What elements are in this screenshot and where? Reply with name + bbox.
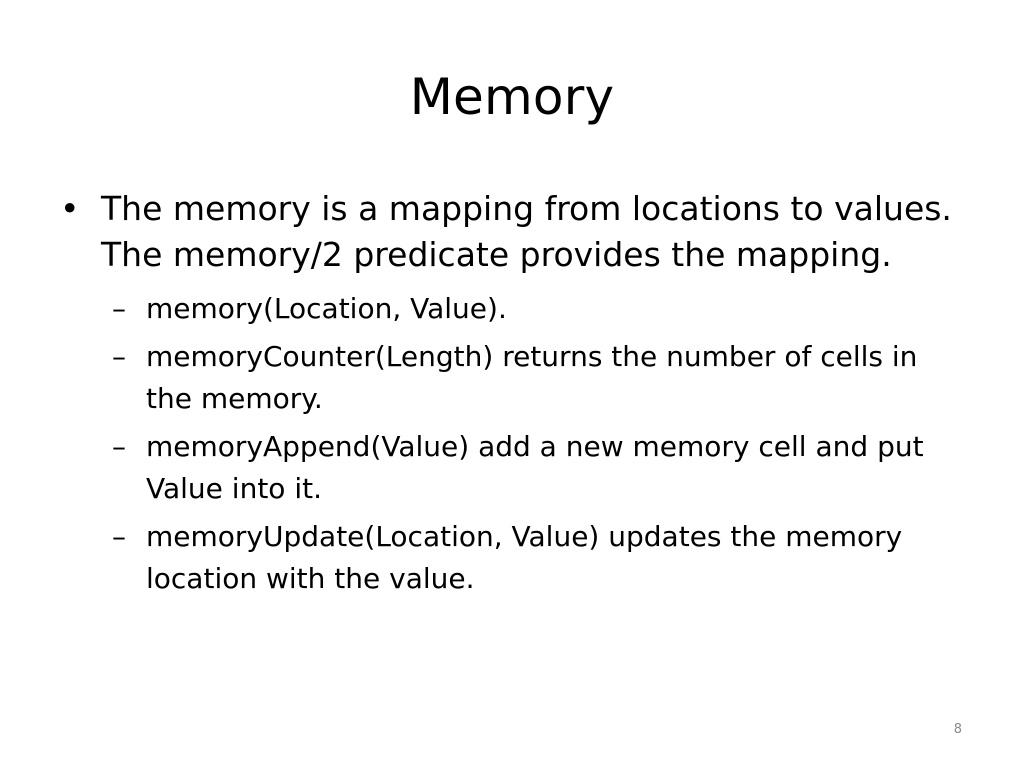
bullet-list: • The memory is a mapping from locations… — [60, 186, 960, 606]
sub-bullet-text: memoryUpdate(Location, Value) updates th… — [146, 520, 903, 595]
dash-marker: – — [112, 430, 126, 463]
page-number: 8 — [953, 722, 962, 737]
bullet-marker: • — [60, 189, 80, 228]
sub-bullet-text: memoryCounter(Length) returns the number… — [146, 340, 918, 415]
sub-bullet-item: – memoryCounter(Length) returns the numb… — [60, 336, 960, 420]
dash-marker: – — [112, 340, 126, 373]
slide-title: Memory — [409, 68, 615, 126]
sub-bullet-list: – memory(Location, Value). – memoryCount… — [60, 288, 960, 600]
dash-marker: – — [112, 520, 126, 553]
dash-marker: – — [112, 292, 126, 325]
sub-bullet-item: – memoryUpdate(Location, Value) updates … — [60, 516, 960, 600]
sub-bullet-item: – memoryAppend(Value) add a new memory c… — [60, 426, 960, 510]
sub-bullet-text: memory(Location, Value). — [146, 292, 507, 325]
sub-bullet-container: – memory(Location, Value). – memoryCount… — [60, 288, 960, 600]
bullet-text: The memory is a mapping from locations t… — [101, 189, 952, 274]
sub-bullet-item: – memory(Location, Value). — [60, 288, 960, 330]
bullet-item: • The memory is a mapping from locations… — [60, 186, 960, 278]
sub-bullet-text: memoryAppend(Value) add a new memory cel… — [146, 430, 924, 505]
